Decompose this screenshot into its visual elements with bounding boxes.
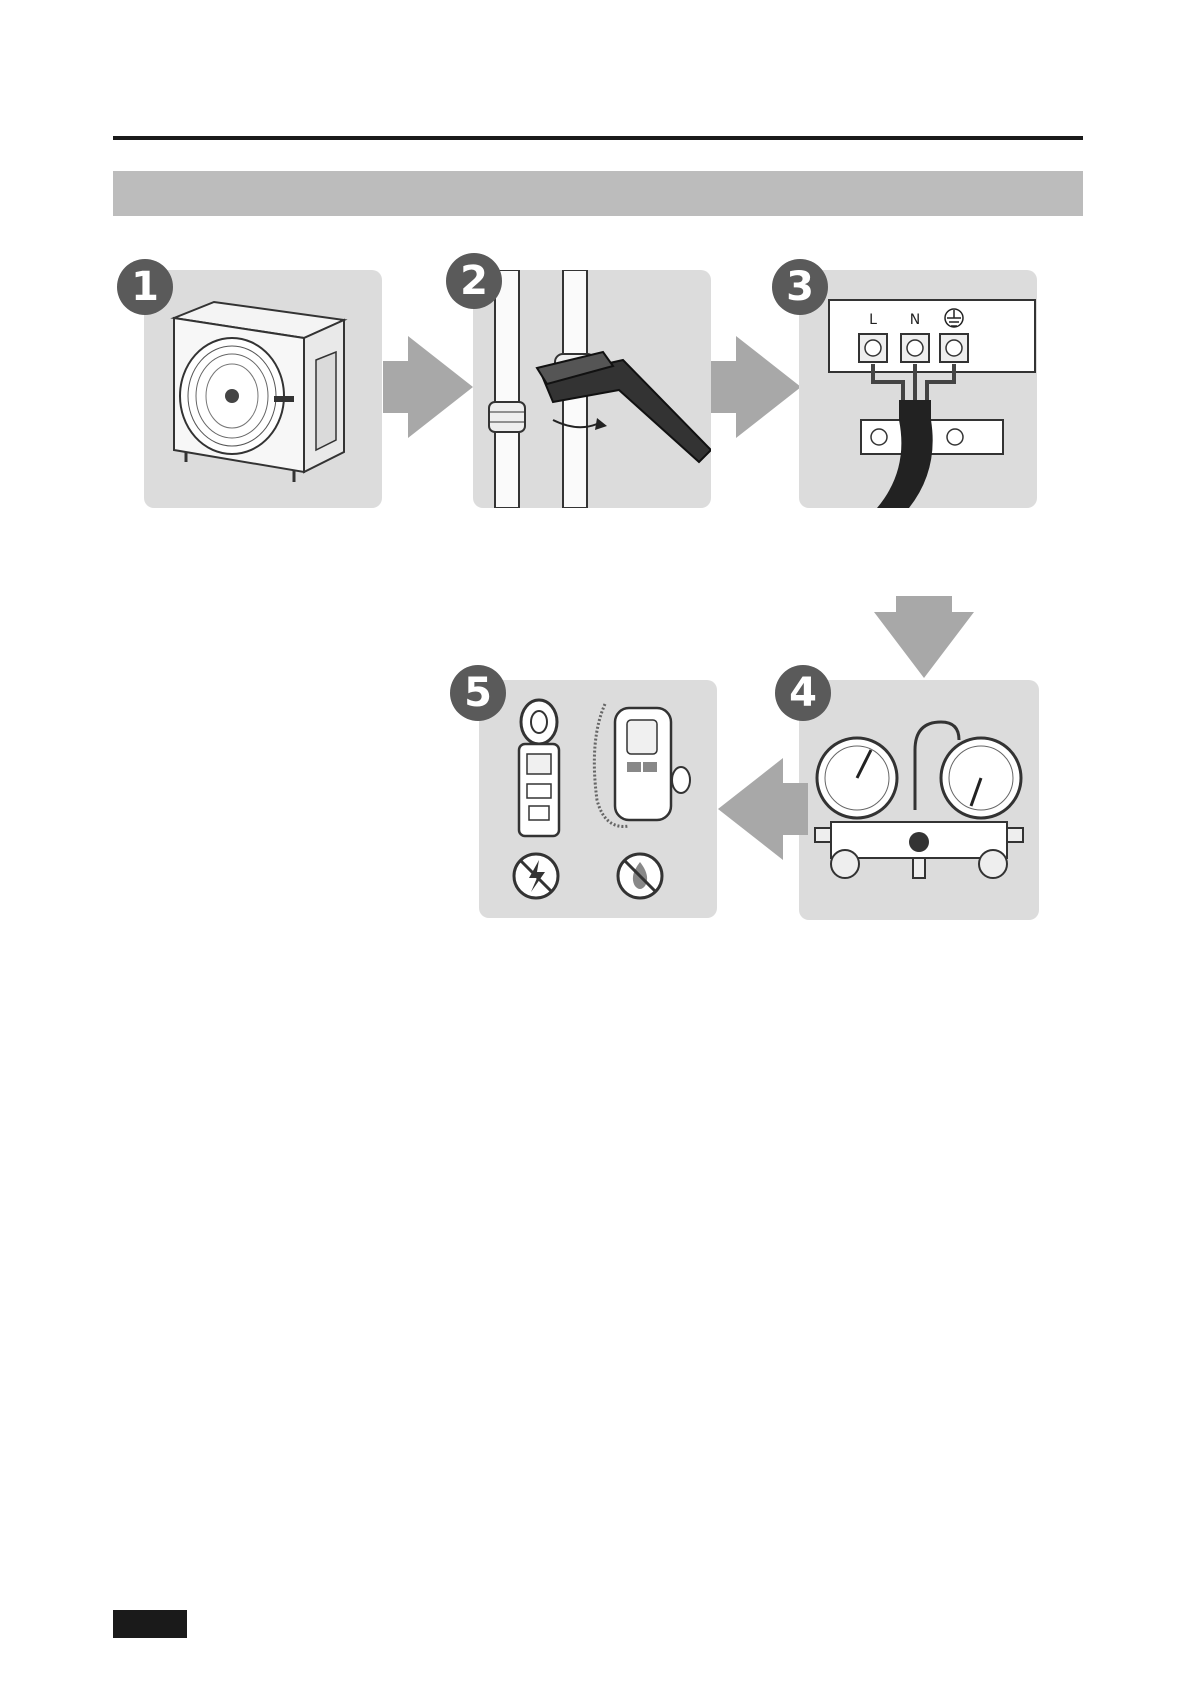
outdoor-unit-icon — [144, 270, 382, 508]
step-3-panel: L N — [799, 270, 1037, 508]
no-fire-icon — [618, 854, 662, 898]
manifold-gauge-icon — [799, 680, 1039, 920]
arrow-right-icon — [711, 336, 801, 438]
no-electric-shock-icon — [514, 854, 558, 898]
arrow-down-icon — [874, 596, 974, 678]
step-2-panel — [473, 270, 711, 508]
section-title-bar — [113, 171, 1083, 216]
step-5-panel — [479, 680, 717, 918]
step-1-panel — [144, 270, 382, 508]
arrow-left-icon — [718, 758, 808, 860]
step-1-badge: 1 — [117, 259, 173, 315]
clamp-meter-icon — [519, 700, 559, 836]
terminal-label-live: L — [869, 312, 877, 328]
terminal-label-neutral: N — [910, 312, 920, 328]
step-2-badge: 2 — [446, 253, 502, 309]
step-4-badge: 4 — [775, 665, 831, 721]
top-rule — [113, 136, 1083, 140]
leak-detector-icon — [479, 680, 717, 918]
page-footer-tab — [113, 1610, 187, 1638]
terminal-block-icon: L N — [799, 270, 1037, 508]
step-3-badge: 3 — [772, 259, 828, 315]
arrow-right-icon — [383, 336, 473, 438]
step-4-panel — [799, 680, 1039, 920]
step-5-badge: 5 — [450, 665, 506, 721]
wrench-pipe-icon — [473, 270, 711, 508]
gas-detector-icon — [594, 704, 690, 826]
